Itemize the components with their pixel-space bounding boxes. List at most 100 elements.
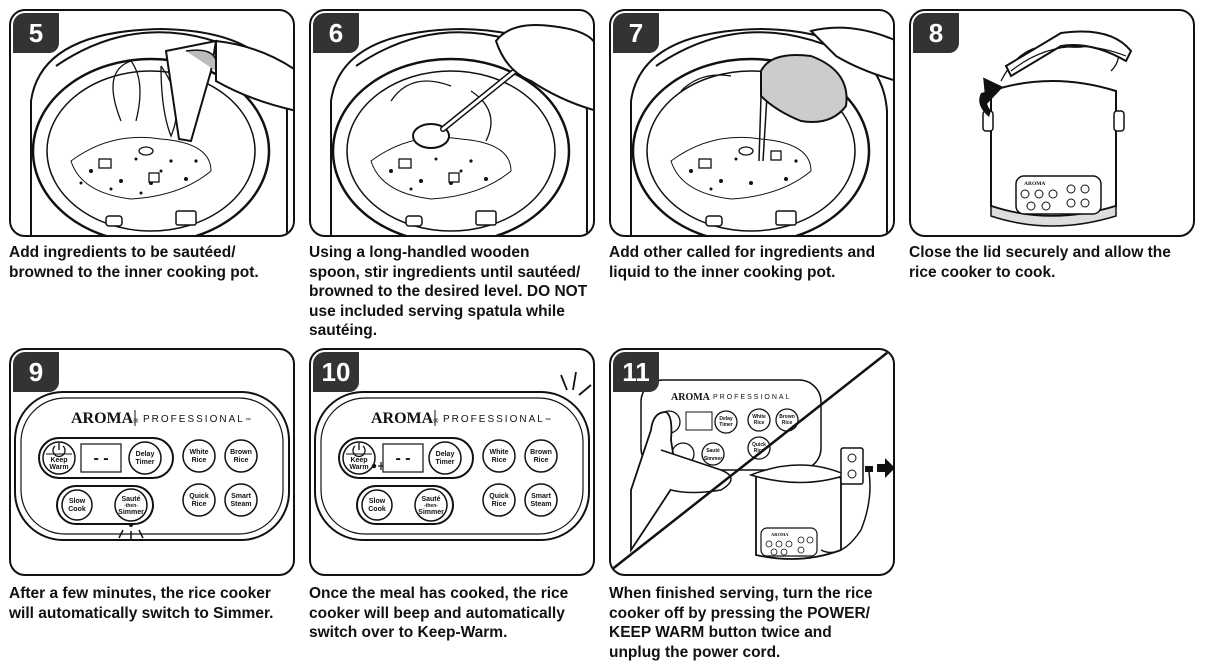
svg-text:Simmer: Simmer	[418, 509, 444, 516]
svg-text:Simmer: Simmer	[118, 509, 144, 516]
svg-text:Timer: Timer	[136, 459, 155, 466]
svg-text:Timer: Timer	[719, 422, 733, 428]
svg-text:White: White	[752, 414, 766, 420]
step-7-illustration: 7	[609, 9, 895, 237]
step-11-illustration: AROMA PROFESSIONAL Delay Timer White Ric…	[609, 348, 895, 576]
svg-text:Quick: Quick	[752, 442, 766, 448]
svg-text:Cook: Cook	[68, 506, 86, 513]
svg-text:Slow: Slow	[69, 498, 86, 505]
svg-text:Sauté: Sauté	[421, 496, 440, 503]
svg-text:Simmer: Simmer	[704, 456, 722, 462]
svg-text:Sauté: Sauté	[706, 448, 720, 454]
timer-display	[80, 443, 122, 473]
slow-cook-button[interactable]	[361, 489, 393, 521]
svg-text:Smart: Smart	[531, 493, 552, 500]
step-6-illustration: 6	[309, 9, 595, 237]
step-10-illustration: AROMA® PROFESSIONAL™ Keep Warm - - Delay…	[309, 348, 595, 576]
svg-text:AROMA®: AROMA®	[71, 410, 139, 427]
svg-text:PROFESSIONAL: PROFESSIONAL	[713, 394, 791, 401]
saute-simmer-button[interactable]	[114, 488, 148, 522]
svg-text:Brown: Brown	[230, 449, 252, 456]
svg-text:Quick: Quick	[489, 493, 509, 500]
svg-text:White: White	[189, 449, 208, 456]
step-caption: Add ingredients to be sautéed/ browned t…	[9, 244, 259, 281]
power-keep-warm-button[interactable]	[42, 441, 76, 475]
slow-cook-button[interactable]	[61, 489, 93, 521]
stirring-spoon-illustration	[330, 24, 593, 235]
svg-text:AROMA: AROMA	[671, 392, 711, 403]
closing-lid-illustration: AROMA	[979, 30, 1133, 227]
svg-text:-then-: -then-	[424, 503, 438, 509]
svg-text:Cook: Cook	[368, 506, 386, 513]
brown-rice-button[interactable]	[524, 439, 558, 473]
svg-text:Timer: Timer	[436, 459, 455, 466]
svg-text:Keep: Keep	[350, 457, 367, 464]
svg-text:Rice: Rice	[534, 457, 549, 464]
delay-timer-button[interactable]	[128, 441, 162, 475]
white-rice-button[interactable]	[482, 439, 516, 473]
svg-text:Steam: Steam	[230, 501, 251, 508]
control-panel-keep-warm: AROMA® PROFESSIONAL™ Keep Warm - - Delay…	[314, 371, 592, 541]
svg-text:Delay: Delay	[436, 451, 455, 458]
quick-rice-button[interactable]	[482, 483, 516, 517]
step-number-badge: 8	[913, 13, 959, 53]
smart-steam-button[interactable]	[224, 483, 258, 517]
step-caption: Close the lid securely and allow the ric…	[909, 244, 1171, 281]
step-number-badge: 6	[313, 13, 359, 53]
svg-text:Sauté: Sauté	[121, 496, 140, 503]
step-caption: After a few minutes, the rice cooker wil…	[9, 585, 274, 622]
svg-text:Delay: Delay	[719, 416, 733, 422]
svg-text:AROMA®: AROMA®	[371, 410, 439, 427]
power-off-unplug-illustration: AROMA PROFESSIONAL Delay Timer White Ric…	[611, 350, 893, 572]
svg-text:Rice: Rice	[492, 501, 507, 508]
svg-text:Rice: Rice	[192, 501, 207, 508]
svg-text:Steam: Steam	[530, 501, 551, 508]
delay-timer-button[interactable]	[428, 441, 462, 475]
svg-text:- -: - -	[395, 450, 410, 467]
svg-text:Warm: Warm	[349, 464, 368, 471]
svg-text:Brown: Brown	[779, 414, 795, 420]
svg-text:Brown: Brown	[530, 449, 552, 456]
pour-liquid-illustration	[630, 26, 893, 235]
step-caption: Using a long-handled wooden spoon, stir …	[309, 244, 588, 339]
svg-text:PROFESSIONAL™: PROFESSIONAL™	[443, 414, 553, 425]
step-number-badge: 7	[613, 13, 659, 53]
svg-text:Warm: Warm	[49, 464, 68, 471]
step-number-badge: 11	[613, 352, 659, 392]
step-caption: Add other called for ingredients and liq…	[609, 244, 876, 281]
step-caption: Once the meal has cooked, the rice cooke…	[309, 585, 569, 641]
pot-ingredients-illustration	[30, 27, 293, 235]
svg-text:Smart: Smart	[231, 493, 252, 500]
svg-text:AROMA: AROMA	[771, 532, 789, 537]
white-rice-button[interactable]	[182, 439, 216, 473]
svg-text:Delay: Delay	[136, 451, 155, 458]
svg-text:-then-: -then-	[124, 503, 138, 509]
svg-text:Rice: Rice	[782, 420, 793, 426]
svg-text:White: White	[489, 449, 508, 456]
svg-text:AROMA: AROMA	[1024, 181, 1045, 187]
step-caption: When finished serving, turn the rice coo…	[609, 585, 873, 661]
svg-text:Rice: Rice	[234, 457, 249, 464]
brown-rice-button[interactable]	[224, 439, 258, 473]
step-number-badge: 5	[13, 13, 59, 53]
svg-text:Rice: Rice	[192, 457, 207, 464]
step-number-badge: 10	[313, 352, 359, 392]
quick-rice-button[interactable]	[182, 483, 216, 517]
step-number-badge: 9	[13, 352, 59, 392]
svg-text:Quick: Quick	[189, 493, 209, 500]
svg-text:- -: - -	[93, 450, 108, 467]
svg-text:PROFESSIONAL™: PROFESSIONAL™	[143, 414, 253, 425]
svg-text:Keep: Keep	[50, 457, 67, 464]
power-keep-warm-button[interactable]	[342, 441, 376, 475]
control-panel-simmer: AROMA® PROFESSIONAL™ Keep Warm - - Delay…	[14, 391, 290, 541]
smart-steam-button[interactable]	[524, 483, 558, 517]
svg-text:Rice: Rice	[754, 420, 765, 426]
svg-text:Rice: Rice	[754, 448, 765, 454]
svg-text:Slow: Slow	[369, 498, 386, 505]
saute-simmer-button[interactable]	[414, 488, 448, 522]
svg-text:Rice: Rice	[492, 457, 507, 464]
step-8-illustration: AROMA 8	[909, 9, 1195, 237]
step-9-illustration: AROMA® PROFESSIONAL™ Keep Warm - - Delay…	[9, 348, 295, 576]
step-5-illustration: 5	[9, 9, 295, 237]
timer-display	[382, 443, 424, 473]
